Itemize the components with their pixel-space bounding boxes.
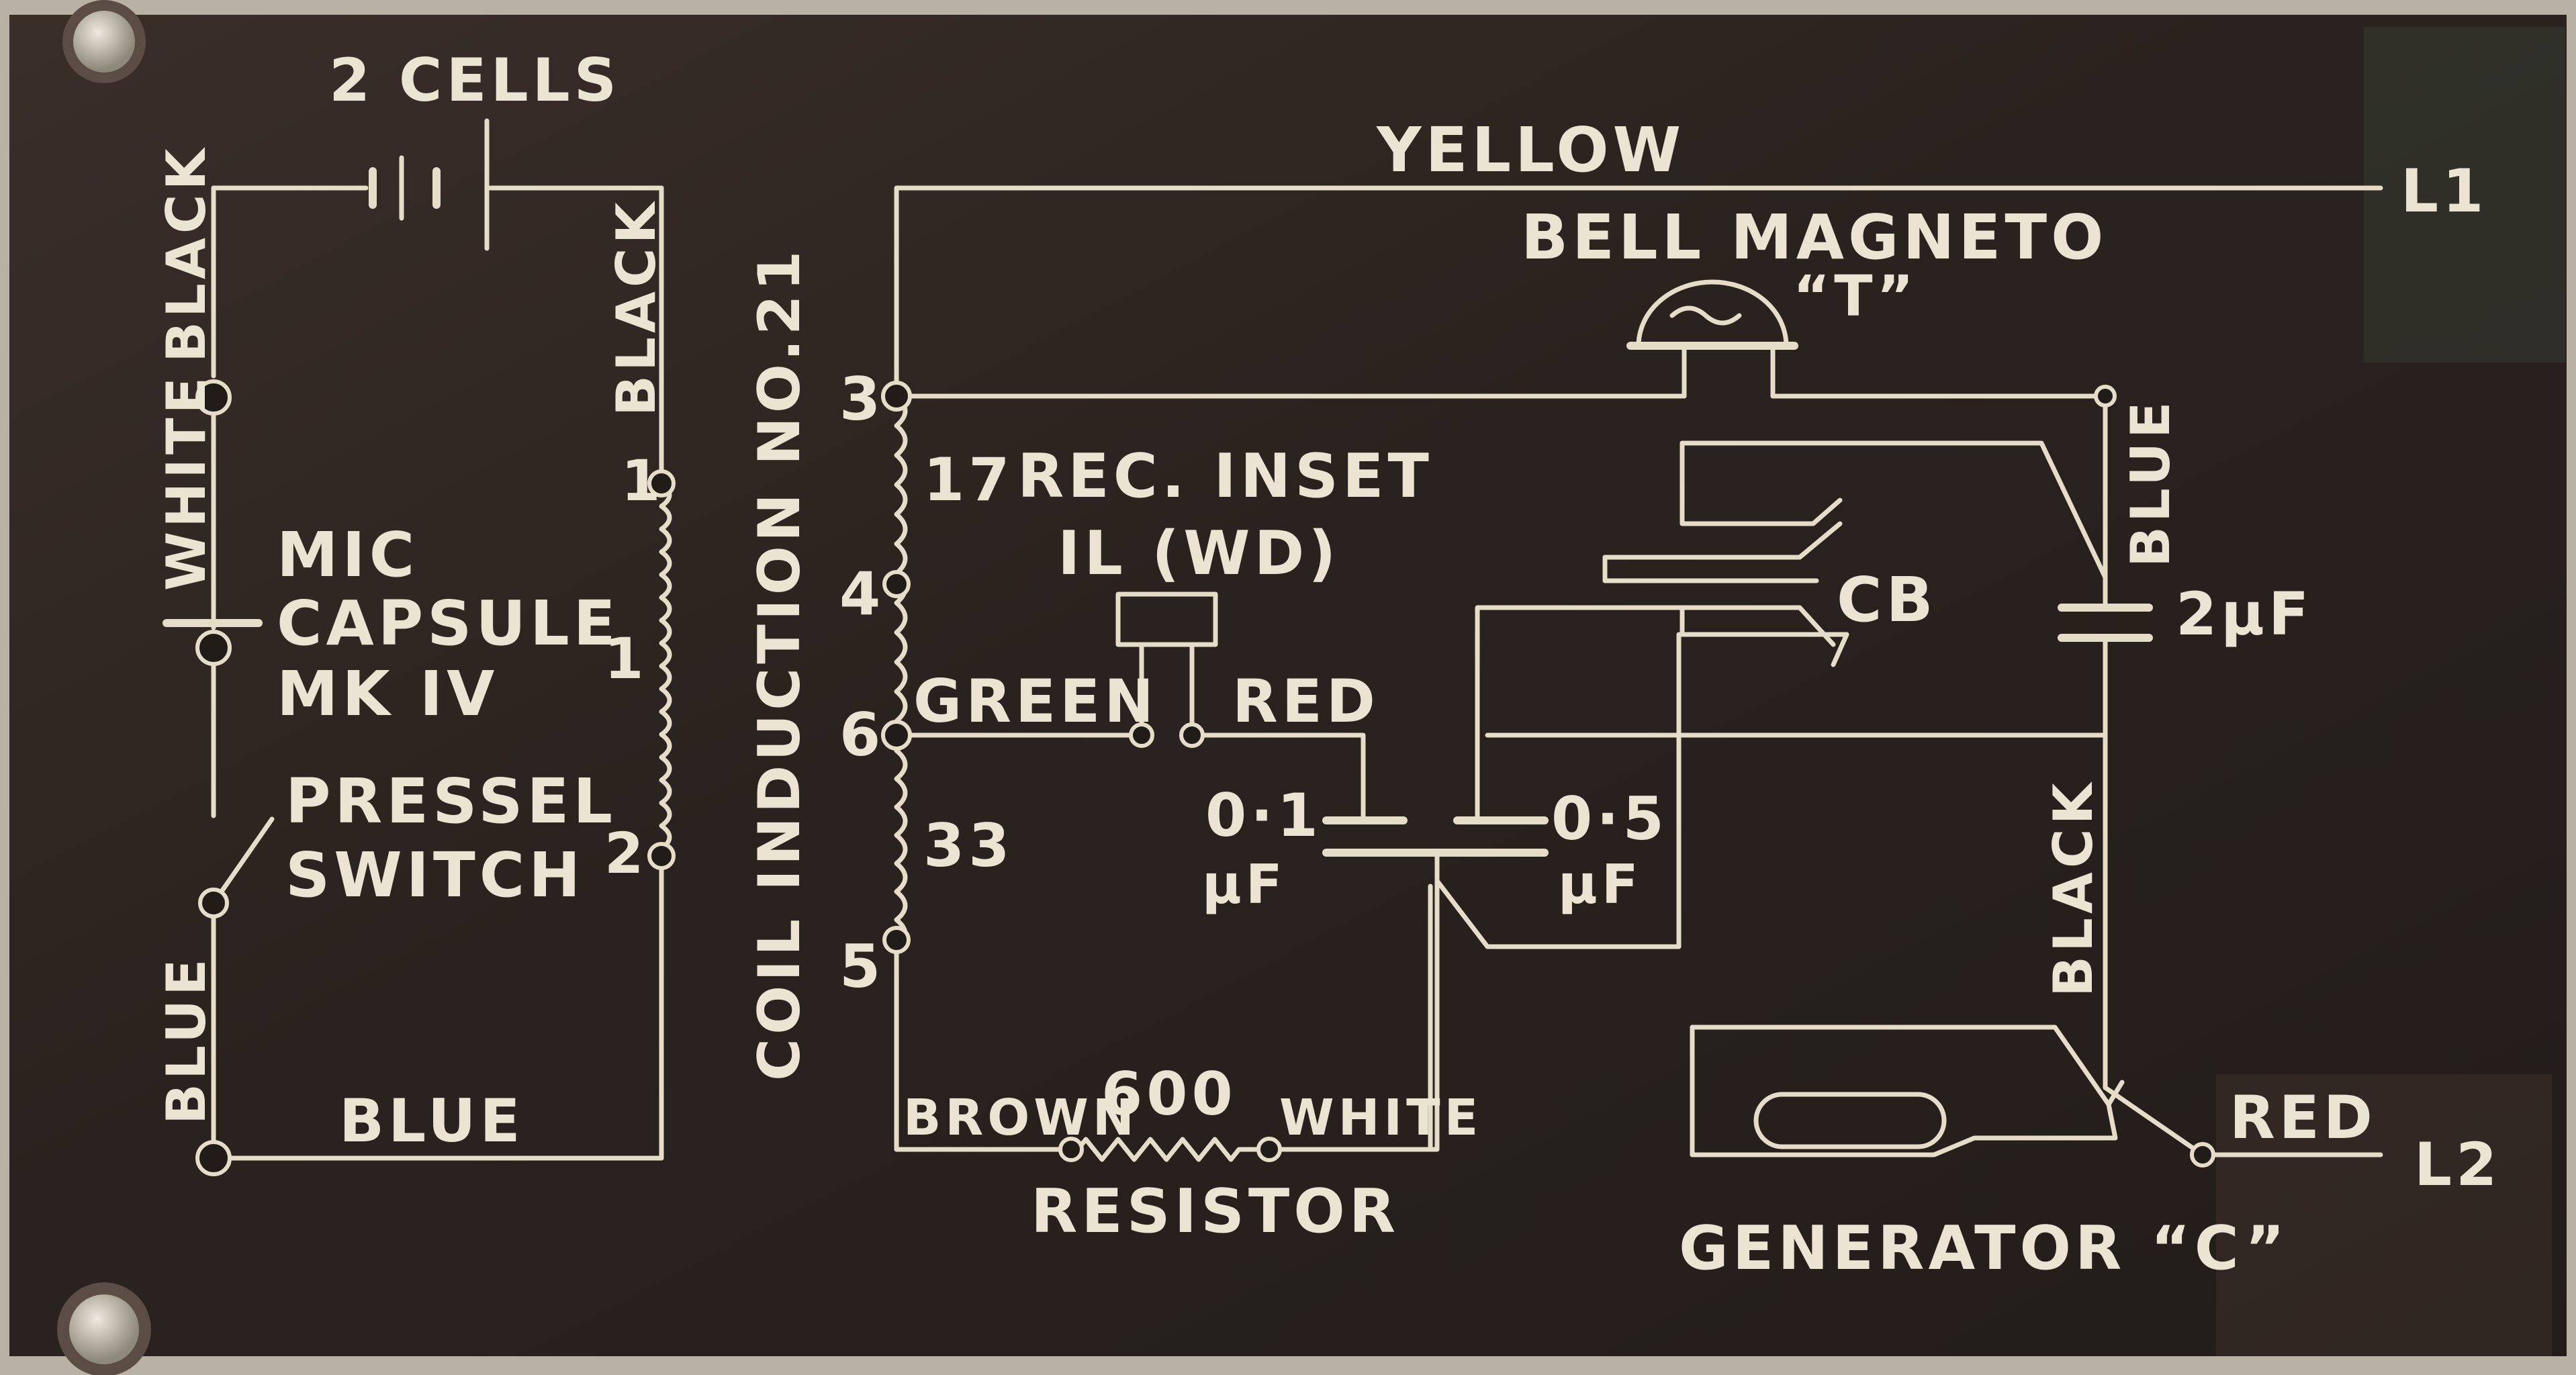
switch-cb-label: CB	[1837, 564, 1937, 636]
coil-terminal-3: 3	[839, 365, 884, 434]
resistor-value: 600	[1101, 1059, 1237, 1129]
wire-label-blue-left: BLUE	[155, 955, 218, 1125]
main-circuit-wiring	[894, 185, 2383, 1162]
wire-label-red-top: RED	[1232, 667, 1379, 736]
terminal-node	[195, 1140, 232, 1176]
mic-label-line1: MIC	[277, 519, 418, 591]
plate-face	[9, 15, 2567, 1356]
pressel-label-line1: PRESSEL	[285, 765, 616, 837]
terminal-node	[881, 720, 912, 751]
coil-terminal-5: 5	[839, 932, 884, 1001]
winding-17-label: 17	[923, 445, 1013, 514]
mic-label-line2: CAPSULE	[277, 587, 620, 659]
terminal-node	[1129, 722, 1154, 748]
wire-label-green: GREEN	[913, 667, 1158, 736]
receiver-label-line2: IL (WD)	[1058, 518, 1340, 589]
terminal-node	[195, 379, 232, 416]
wire-label-brown: BROWN	[903, 1089, 1138, 1147]
wire-label-white: WHITE	[155, 373, 218, 591]
wire-label-black-lower-right: BLACK	[2042, 779, 2105, 997]
generator-label: GENERATOR “C”	[1679, 1213, 2289, 1284]
terminal-node	[1058, 1137, 1084, 1162]
cells-label: 2 CELLS	[329, 46, 620, 115]
screw-bottom-left-icon	[57, 1282, 151, 1375]
terminal-node	[882, 926, 911, 954]
patina-patch	[2364, 27, 2565, 363]
worn-area	[2216, 1074, 2552, 1356]
coil-terminal-6: 6	[839, 700, 884, 769]
terminal-node	[881, 381, 912, 412]
capacitor-0-1-value: 0·1	[1205, 781, 1322, 850]
wire-label-black-right: BLACK	[605, 198, 668, 416]
terminal-node	[1256, 1137, 1282, 1162]
coil-terminal-1b: 1	[604, 626, 647, 692]
pressel-label-line2: SWITCH	[285, 839, 584, 911]
wire-label-yellow: YELLOW	[1376, 114, 1685, 186]
terminal-node	[2190, 1142, 2215, 1168]
terminal-node	[882, 570, 911, 598]
capacitor-0-5-value: 0·5	[1551, 784, 1668, 853]
terminal-node	[647, 842, 676, 870]
bell-magneto-label-line2: “T”	[1793, 263, 1918, 329]
wire-label-red-bottom: RED	[2229, 1083, 2377, 1152]
line-l2-label: L2	[2414, 1130, 2501, 1199]
mic-label-line3: MK IV	[277, 658, 498, 730]
wire-label-blue-right: BLUE	[2119, 397, 2182, 567]
resistor-label: RESISTOR	[1031, 1176, 1399, 1247]
wire-label-black-top-left: BLACK	[155, 144, 218, 363]
terminal-node	[198, 888, 229, 918]
line-l1-label: L1	[2401, 156, 2487, 226]
coil-terminal-1a: 1	[621, 448, 664, 514]
coil-terminal-4: 4	[839, 559, 884, 628]
wire-label-white-bottom: WHITE	[1279, 1089, 1482, 1147]
terminal-node	[2094, 385, 2117, 408]
capacitor-0-5-unit: μF	[1558, 853, 1643, 916]
terminal-node	[1179, 722, 1205, 748]
capacitor-2uf-label: 2μF	[2176, 579, 2313, 649]
wire-label-blue-bottom: BLUE	[339, 1086, 524, 1155]
coil-terminal-2: 2	[604, 820, 647, 886]
winding-33-label: 33	[923, 811, 1013, 880]
terminal-node	[195, 630, 232, 666]
capacitor-0-1-unit: μF	[1202, 853, 1287, 916]
bell-magneto-label-line1: BELL MAGNETO	[1521, 201, 2107, 273]
terminal-node	[647, 469, 676, 497]
coil-title: COIL INDUCTION NO.21	[746, 247, 813, 1082]
screw-top-left-icon	[62, 0, 146, 83]
receiver-label-line1: REC. INSET	[1017, 441, 1433, 512]
